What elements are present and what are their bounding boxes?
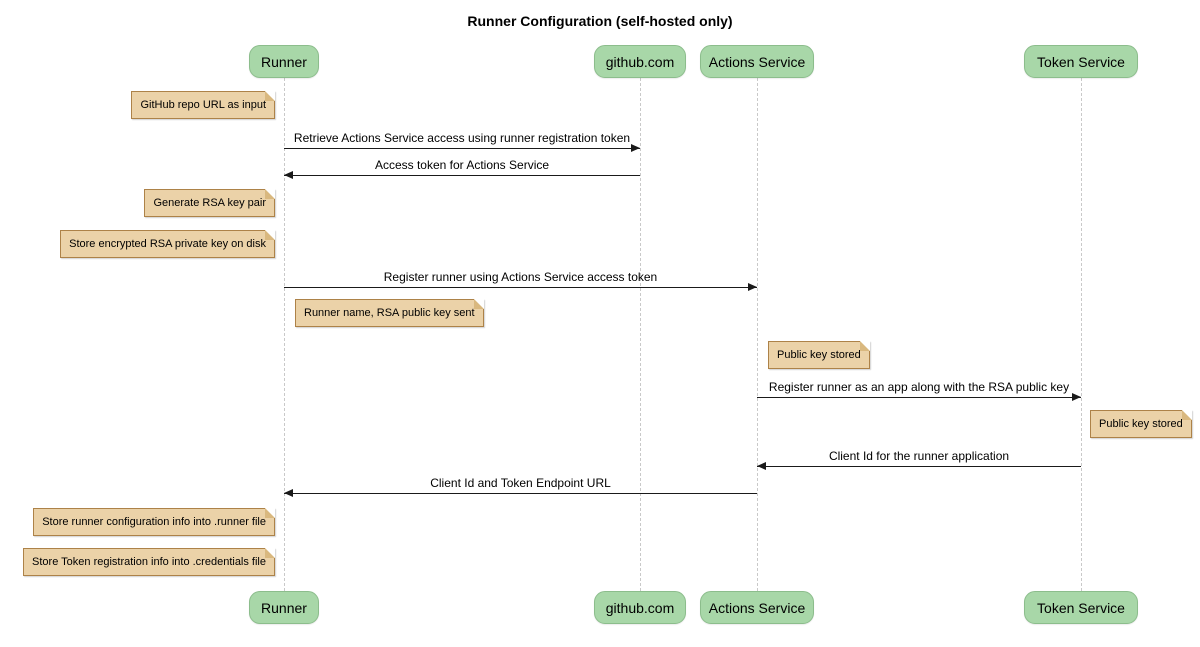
actor-actions-service-bottom: Actions Service xyxy=(700,591,814,624)
message-4-arrowhead-icon xyxy=(1072,393,1081,401)
actor-runner-top: Runner xyxy=(249,45,319,78)
message-1-label: Retrieve Actions Service access using ru… xyxy=(293,131,631,145)
diagram-title: Runner Configuration (self-hosted only) xyxy=(467,13,733,29)
note-public-key-stored-token: Public key stored xyxy=(1090,410,1192,438)
actor-token-service-top: Token Service xyxy=(1024,45,1138,78)
message-3-line xyxy=(284,287,757,288)
lifeline-token-service xyxy=(1081,78,1082,591)
note-store-encrypted-rsa-key: Store encrypted RSA private key on disk xyxy=(60,230,275,258)
message-6-arrowhead-icon xyxy=(284,489,293,497)
message-2-arrowhead-icon xyxy=(284,171,293,179)
message-5-label: Client Id for the runner application xyxy=(828,449,1010,463)
note-github-repo-url-input: GitHub repo URL as input xyxy=(131,91,275,119)
message-5-arrowhead-icon xyxy=(757,462,766,470)
actor-github-top: github.com xyxy=(594,45,686,78)
message-6-label: Client Id and Token Endpoint URL xyxy=(430,476,611,490)
note-store-runner-config: Store runner configuration info into .ru… xyxy=(33,508,275,536)
message-6-line xyxy=(284,493,757,494)
note-generate-rsa-key-pair: Generate RSA key pair xyxy=(144,189,275,217)
message-3-label: Register runner using Actions Service ac… xyxy=(383,270,658,284)
lifeline-runner xyxy=(284,78,285,591)
message-4-label: Register runner as an app along with the… xyxy=(768,380,1070,394)
message-5-line xyxy=(757,466,1081,467)
note-store-token-registration: Store Token registration info into .cred… xyxy=(23,548,275,576)
note-public-key-stored-actions: Public key stored xyxy=(768,341,870,369)
message-3-arrowhead-icon xyxy=(748,283,757,291)
message-1-line xyxy=(284,148,640,149)
actor-token-service-bottom: Token Service xyxy=(1024,591,1138,624)
lifeline-github xyxy=(640,78,641,591)
message-1-arrowhead-icon xyxy=(631,144,640,152)
message-2-line xyxy=(284,175,640,176)
actor-actions-service-top: Actions Service xyxy=(700,45,814,78)
message-2-label: Access token for Actions Service xyxy=(374,158,550,172)
lifeline-actions-service xyxy=(757,78,758,591)
actor-github-bottom: github.com xyxy=(594,591,686,624)
message-4-line xyxy=(757,397,1081,398)
note-runner-name-public-key: Runner name, RSA public key sent xyxy=(295,299,484,327)
actor-runner-bottom: Runner xyxy=(249,591,319,624)
